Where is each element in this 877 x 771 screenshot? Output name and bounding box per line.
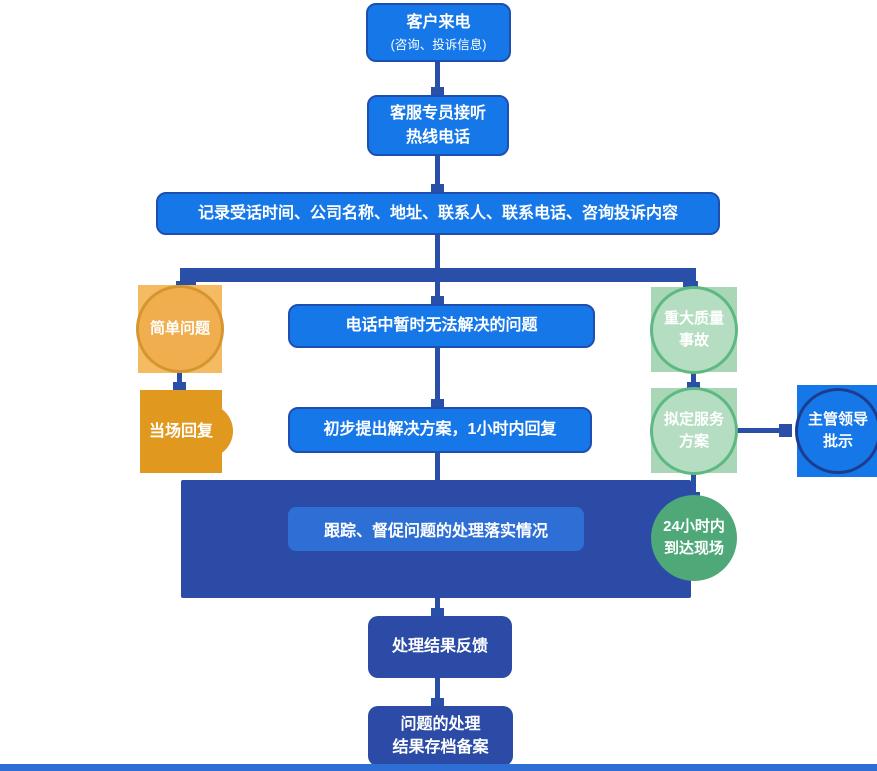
node-track-supervise: 跟踪、督促问题的处理落实情况 xyxy=(288,507,584,551)
node-agent-answer-line2: 热线电话 xyxy=(405,128,470,146)
node-result-feedback-label: 处理结果反馈 xyxy=(391,638,488,656)
connector-initial-to-track xyxy=(435,452,440,482)
node-phone-unsolved-label: 电话中暂时无法解决的问题 xyxy=(345,317,538,335)
connector-call-to-agent xyxy=(435,62,440,95)
node-leader-approval-line1: 主管领导 xyxy=(807,410,868,428)
node-customer-call: 客户来电 (咨询、投诉信息) xyxy=(366,3,511,62)
node-service-plan-line1: 拟定服务 xyxy=(663,410,724,428)
bottom-accent-bar xyxy=(0,764,877,771)
connector-track-to-feedback xyxy=(435,597,440,618)
arrowhead xyxy=(431,399,444,407)
node-major-accident-line1: 重大质量 xyxy=(663,309,724,327)
node-service-plan: 拟定服务 方案 xyxy=(650,387,738,475)
arrowhead xyxy=(687,382,700,390)
node-onspot-reply-label: 当场回复 xyxy=(148,422,213,440)
node-archive-line2: 结果存档备案 xyxy=(392,739,489,756)
branch-bar-right-stub xyxy=(683,281,698,290)
connector-major-to-plan xyxy=(691,371,696,390)
node-customer-call-title: 客户来电 xyxy=(406,13,471,31)
node-major-accident: 重大质量 事故 xyxy=(650,286,738,374)
node-record-info-label: 记录受话时间、公司名称、地址、联系人、联系电话、咨询投诉内容 xyxy=(197,204,678,222)
node-arrive-24h-line1: 24小时内 xyxy=(663,517,725,535)
node-simple-issue: 简单问题 xyxy=(136,285,224,373)
node-leader-approval: 主管领导 批示 xyxy=(795,388,877,474)
node-result-feedback: 处理结果反馈 xyxy=(368,616,512,678)
connector-feedback-to-archive xyxy=(435,677,440,707)
arrowhead xyxy=(431,87,444,95)
arrowhead xyxy=(431,296,444,304)
connector-plan-to-24h xyxy=(691,472,696,498)
onspot-reply-bulge xyxy=(179,404,233,458)
arrowhead xyxy=(173,382,186,390)
node-archive-line1: 问题的处理 xyxy=(400,715,481,733)
branch-bar xyxy=(180,268,696,282)
node-agent-answer: 客服专员接听 热线电话 xyxy=(367,95,509,156)
node-service-plan-line2: 方案 xyxy=(678,433,709,450)
node-archive: 问题的处理 结果存档备案 xyxy=(368,706,513,766)
node-arrive-24h: 24小时内 到达现场 xyxy=(651,495,737,581)
arrowhead xyxy=(431,608,444,616)
node-customer-call-subtitle: (咨询、投诉信息) xyxy=(390,38,487,53)
node-major-accident-line2: 事故 xyxy=(678,332,709,349)
node-phone-unsolved: 电话中暂时无法解决的问题 xyxy=(288,304,595,348)
node-onspot-reply: 当场回复 xyxy=(140,390,233,473)
arrowhead xyxy=(779,424,792,437)
node-record-info: 记录受话时间、公司名称、地址、联系人、联系电话、咨询投诉内容 xyxy=(156,192,720,235)
node-initial-solution-label: 初步提出解决方案，1小时内回复 xyxy=(323,421,557,439)
node-initial-solution: 初步提出解决方案，1小时内回复 xyxy=(288,407,592,453)
node-agent-answer-line1: 客服专员接听 xyxy=(389,105,486,123)
node-leader-approval-line2: 批示 xyxy=(822,433,853,450)
connector-simple-to-onspot xyxy=(177,372,182,390)
node-track-supervise-label: 跟踪、督促问题的处理落实情况 xyxy=(323,523,548,540)
connector-agent-to-record xyxy=(435,156,440,192)
arrowhead xyxy=(431,184,444,192)
node-arrive-24h-line2: 到达现场 xyxy=(663,540,724,557)
node-simple-issue-label: 简单问题 xyxy=(149,319,210,337)
connector-plan-to-leader xyxy=(737,428,785,433)
arrowhead xyxy=(431,698,444,706)
connector-phone-to-initial xyxy=(435,348,440,407)
